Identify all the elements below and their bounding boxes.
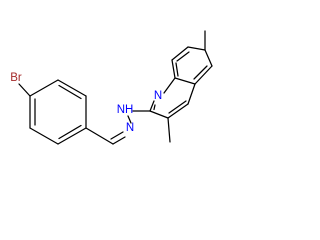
bond [29, 127, 59, 145]
bond [194, 65, 213, 85]
bond [204, 49, 213, 67]
bond [163, 77, 176, 94]
bond [110, 131, 124, 140]
bond [149, 100, 155, 112]
bond [176, 51, 190, 62]
bond [57, 127, 87, 145]
bond [171, 59, 176, 79]
bond [29, 79, 59, 97]
bond [171, 46, 189, 61]
bond [187, 46, 206, 51]
bond [58, 84, 82, 100]
bond [193, 65, 208, 80]
atom-labels: Br N NH N [10, 72, 162, 134]
bond [58, 124, 82, 140]
bond [167, 103, 189, 119]
bond [149, 110, 169, 119]
atom-label-hydrazine-nitrogen: NH [117, 104, 134, 116]
bond [85, 127, 114, 145]
bond [174, 77, 196, 85]
bond [175, 62, 179, 77]
bond [168, 100, 187, 114]
bond [127, 115, 132, 124]
bond-lines [18, 30, 213, 145]
bond [167, 117, 171, 143]
atom-label-bromine: Br [10, 72, 22, 84]
bond [187, 83, 196, 105]
bond [18, 83, 31, 97]
atom-label-quinoline-nitrogen: N [154, 90, 162, 102]
bond [153, 104, 156, 111]
bond [112, 136, 126, 145]
bond [57, 79, 87, 97]
atom-label-imine-nitrogen: N [126, 122, 134, 134]
chemical-structure-diagram: Br N NH N [10, 30, 213, 145]
